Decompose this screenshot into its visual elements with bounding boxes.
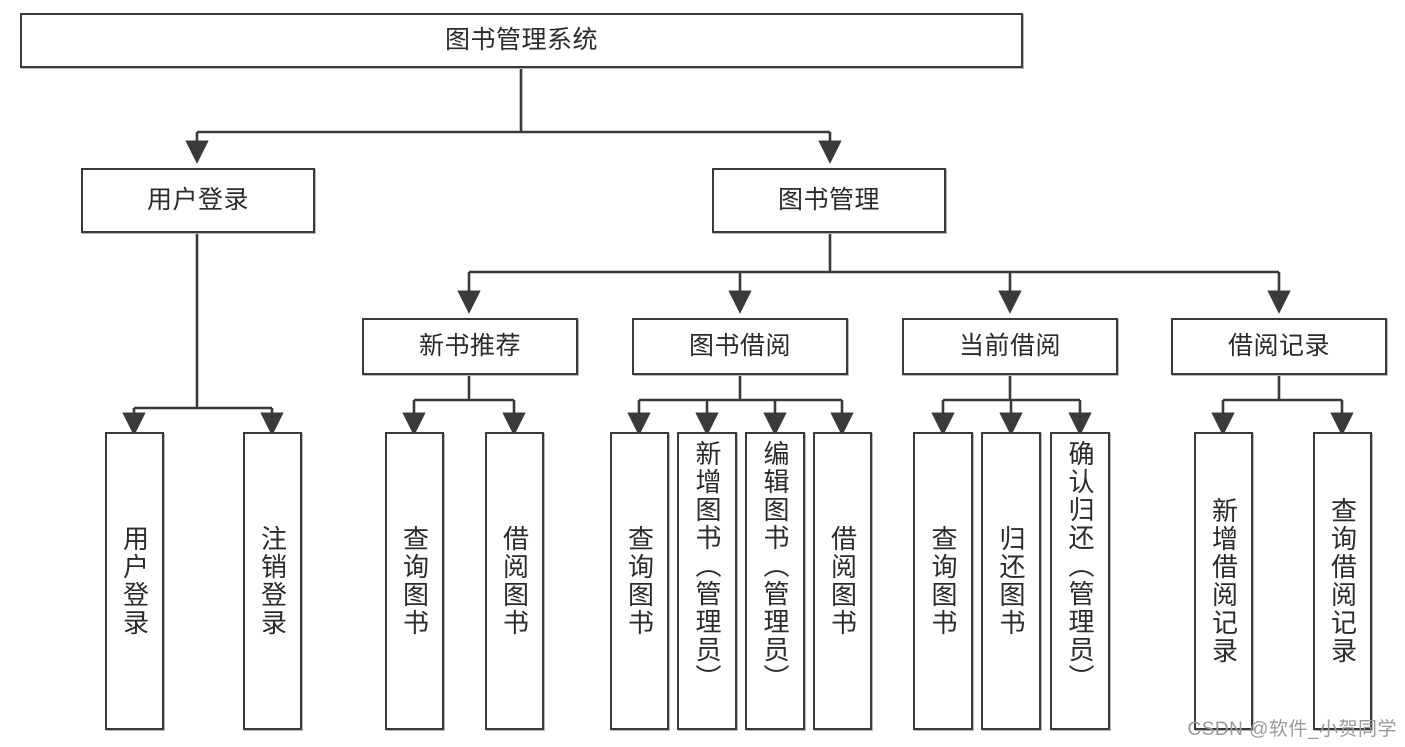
node-label: 借阅记录: [1227, 331, 1330, 360]
leaf-borrow-add-book[interactable]: 新增图书（管理员）: [677, 432, 737, 730]
node-current-borrow[interactable]: 当前借阅: [902, 318, 1118, 375]
node-label: 借阅图书: [499, 525, 530, 637]
node-label: 新增借阅记录: [1208, 497, 1239, 665]
node-root-system[interactable]: 图书管理系统: [20, 13, 1023, 68]
node-label: 当前借阅: [958, 331, 1061, 360]
leaf-current-confirm-return[interactable]: 确认归还（管理员）: [1050, 432, 1110, 730]
node-label: 用户登录: [146, 185, 249, 214]
node-label: 查询借阅记录: [1327, 497, 1358, 665]
leaf-current-return-book[interactable]: 归还图书: [981, 432, 1041, 730]
node-label: 查询图书: [928, 525, 958, 637]
node-label: 注销登录: [257, 525, 288, 637]
node-label: 借阅图书: [827, 525, 858, 637]
leaf-record-query-record[interactable]: 查询借阅记录: [1313, 432, 1372, 730]
leaf-borrow-query-book[interactable]: 查询图书: [610, 432, 669, 730]
leaf-current-query-book[interactable]: 查询图书: [913, 432, 973, 730]
node-label: 新书推荐: [418, 331, 521, 360]
node-label: 编辑图书（管理员）: [760, 440, 790, 692]
leaf-borrow-edit-book[interactable]: 编辑图书（管理员）: [745, 432, 805, 730]
node-label: 查询图书: [624, 525, 655, 637]
watermark: CSDN @软件_小贺同学: [1187, 719, 1397, 740]
leaf-borrow-borrow-book[interactable]: 借阅图书: [813, 432, 872, 730]
node-label: 图书管理系统: [444, 25, 598, 54]
node-label: 确认归还（管理员）: [1065, 440, 1095, 692]
leaf-record-add-record[interactable]: 新增借阅记录: [1194, 432, 1253, 730]
node-user-login[interactable]: 用户登录: [81, 168, 315, 233]
node-label: 查询图书: [399, 525, 430, 637]
node-label: 用户登录: [119, 525, 150, 637]
node-label: 图书借阅: [688, 331, 791, 360]
node-new-book-recommend[interactable]: 新书推荐: [362, 318, 578, 375]
leaf-user-logout[interactable]: 注销登录: [243, 432, 302, 730]
node-borrow-record[interactable]: 借阅记录: [1171, 318, 1387, 375]
node-label: 归还图书: [996, 525, 1026, 637]
node-book-management[interactable]: 图书管理: [712, 168, 946, 233]
leaf-newbook-query-book[interactable]: 查询图书: [385, 432, 444, 730]
leaf-newbook-borrow-book[interactable]: 借阅图书: [485, 432, 544, 730]
node-label: 图书管理: [777, 185, 880, 214]
node-label: 新增图书（管理员）: [692, 440, 722, 692]
node-book-borrow[interactable]: 图书借阅: [632, 318, 848, 375]
leaf-user-login[interactable]: 用户登录: [105, 432, 164, 730]
